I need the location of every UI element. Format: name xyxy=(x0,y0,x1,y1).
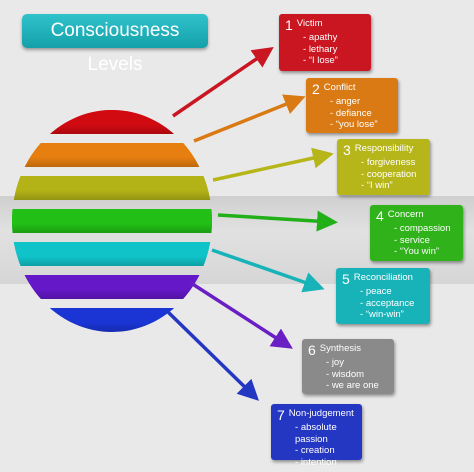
level-trait: we are one xyxy=(326,380,388,392)
level-name: Synthesis xyxy=(319,343,361,354)
level-trait: “I win” xyxy=(361,180,424,192)
arrow-7 xyxy=(166,310,260,401)
level-box-header: 4 Concern xyxy=(376,209,457,223)
sphere-band-3 xyxy=(12,176,212,200)
level-trait: anger xyxy=(330,96,392,108)
level-name: Reconciliation xyxy=(353,272,413,283)
sphere-band-2 xyxy=(12,143,212,167)
level-name: Non-judgement xyxy=(288,408,354,419)
level-name: Conflict xyxy=(323,82,356,93)
level-number: 5 xyxy=(342,271,350,287)
level-traits: apathy lethary “I lose” xyxy=(285,32,365,67)
level-trait: wisdom xyxy=(326,369,388,381)
level-box-header: 3 Responsibility xyxy=(343,143,424,157)
level-trait: “I lose” xyxy=(303,55,365,67)
level-box-4: 4 Concern compassion service “You win” xyxy=(370,205,463,261)
level-number: 2 xyxy=(312,81,320,97)
level-box-6: 6 Synthesis joy wisdom we are one xyxy=(302,339,394,394)
sphere-band-4 xyxy=(12,209,212,233)
level-box-7: 7 Non-judgement absolute passion creatio… xyxy=(271,404,362,468)
level-trait: forgiveness xyxy=(361,157,424,169)
level-trait: acceptance xyxy=(360,298,424,310)
level-trait: peace xyxy=(360,286,424,298)
level-box-2: 2 Conflict anger defiance “you lose” xyxy=(306,78,398,133)
level-traits: anger defiance “you lose” xyxy=(312,96,392,131)
arrow-3 xyxy=(212,147,334,182)
arrow-4 xyxy=(217,210,338,232)
diagram-title: Consciousness Levels xyxy=(22,14,208,75)
level-trait: compassion xyxy=(394,223,457,235)
level-trait: defiance xyxy=(330,108,392,120)
level-box-5: 5 Reconciliation peace acceptance “win-w… xyxy=(336,268,430,324)
level-trait: “you lose” xyxy=(330,119,392,131)
level-traits: peace acceptance “win-win” xyxy=(342,286,424,321)
level-trait: “win-win” xyxy=(360,309,424,321)
arrow-6 xyxy=(190,281,293,349)
level-box-1: 1 Victim apathy lethary “I lose” xyxy=(279,14,371,71)
arrow-1 xyxy=(172,47,274,118)
level-name: Victim xyxy=(296,18,323,29)
arrow-2 xyxy=(193,94,306,143)
arrow-5 xyxy=(211,248,325,293)
level-trait: cooperation xyxy=(361,169,424,181)
level-trait: joy xyxy=(326,357,388,369)
level-traits: compassion service “You win” xyxy=(376,223,457,258)
level-box-header: 2 Conflict xyxy=(312,82,392,96)
level-trait: creation xyxy=(295,445,356,457)
level-name: Responsibility xyxy=(354,143,414,154)
sphere-band-6 xyxy=(12,275,212,299)
sphere-band-5 xyxy=(12,242,212,266)
level-traits: absolute passion creation intention xyxy=(277,422,356,468)
level-name: Concern xyxy=(387,209,424,220)
level-box-header: 6 Synthesis xyxy=(308,343,388,357)
level-number: 4 xyxy=(376,208,384,224)
level-trait: lethary xyxy=(303,44,365,56)
level-box-header: 1 Victim xyxy=(285,18,365,32)
level-number: 6 xyxy=(308,342,316,358)
level-traits: joy wisdom we are one xyxy=(308,357,388,392)
level-trait: apathy xyxy=(303,32,365,44)
level-number: 7 xyxy=(277,407,285,423)
level-box-header: 5 Reconciliation xyxy=(342,272,424,286)
level-trait: absolute passion xyxy=(295,422,356,445)
level-trait: “You win” xyxy=(394,246,457,258)
level-trait: intention xyxy=(295,457,356,469)
level-trait: service xyxy=(394,235,457,247)
level-box-3: 3 Responsibility forgiveness cooperation… xyxy=(337,139,430,195)
level-number: 3 xyxy=(343,142,351,158)
level-number: 1 xyxy=(285,17,293,33)
level-traits: forgiveness cooperation “I win” xyxy=(343,157,424,192)
level-box-header: 7 Non-judgement xyxy=(277,408,356,422)
